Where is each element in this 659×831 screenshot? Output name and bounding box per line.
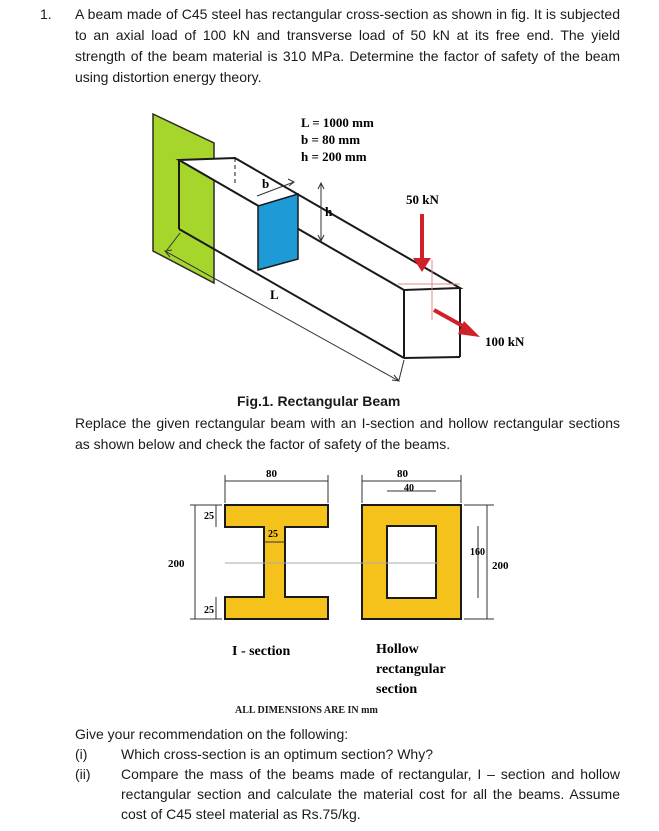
recommendation-item: (ii) Compare the mass of the beams made …	[75, 764, 620, 824]
label-h: h	[325, 204, 333, 219]
label-b: b	[262, 176, 269, 191]
item-text: Compare the mass of the beams made of re…	[121, 766, 620, 822]
beam-cross-section	[257, 192, 299, 271]
axial-load-arrow	[433, 308, 480, 337]
i-flange-bottom-dim: 25	[204, 605, 214, 616]
sections-diagram: 80 25 25 25 200 80 40 160 200 I - sectio…	[168, 468, 509, 697]
question-text: A beam made of C45 steel has rectangular…	[75, 6, 620, 85]
i-height-dim: 200	[168, 558, 185, 570]
hollow-height-dim: 200	[492, 560, 509, 572]
replace-text: Replace the given rectangular beam with …	[75, 415, 620, 452]
recommendation: Give your recommendation on the followin…	[75, 724, 620, 824]
i-section-shape	[224, 504, 329, 620]
i-section-label: I - section	[232, 644, 291, 659]
recommendation-item: (i) Which cross-section is an optimum se…	[75, 744, 620, 764]
item-text: Which cross-section is an optimum sectio…	[121, 746, 433, 762]
label-L: L	[270, 287, 279, 302]
i-web-dim: 25	[268, 529, 278, 540]
recommendation-intro: Give your recommendation on the followin…	[75, 726, 349, 742]
fig1-beam-diagram: L = 1000 mm b = 80 mm h = 200 mm b h L 5…	[152, 112, 525, 382]
item-marker: (ii)	[75, 766, 91, 782]
param-L: L = 1000 mm	[301, 115, 374, 130]
item-marker: (i)	[75, 746, 88, 762]
hollow-width-dim: 80	[397, 468, 409, 480]
hollow-inner-width-dim: 40	[404, 483, 414, 494]
label-50kN: 50 kN	[406, 192, 439, 207]
transverse-load-arrow	[413, 214, 431, 272]
hollow-label-line1: Hollow	[376, 642, 420, 657]
section-dimensions	[190, 475, 494, 620]
label-100kN: 100 kN	[485, 334, 525, 349]
dimensions-note: ALL DIMENSIONS ARE IN mm	[235, 705, 378, 716]
i-width-dim: 80	[266, 468, 278, 480]
hollow-label-line2: rectangular	[376, 662, 446, 677]
question: 1. A beam made of C45 steel has rectangu…	[40, 4, 620, 88]
hollow-inner-height-dim: 160	[470, 547, 485, 558]
fixed-wall	[152, 112, 215, 285]
fig1-caption: Fig.1. Rectangular Beam	[237, 393, 401, 409]
question-number: 1.	[40, 6, 52, 22]
param-h: h = 200 mm	[301, 149, 367, 164]
hollow-label-line3: section	[376, 682, 417, 697]
i-flange-top-dim: 25	[204, 511, 214, 522]
dimension-lines	[164, 178, 460, 382]
hollow-section-shape	[361, 504, 462, 620]
param-b: b = 80 mm	[301, 132, 360, 147]
